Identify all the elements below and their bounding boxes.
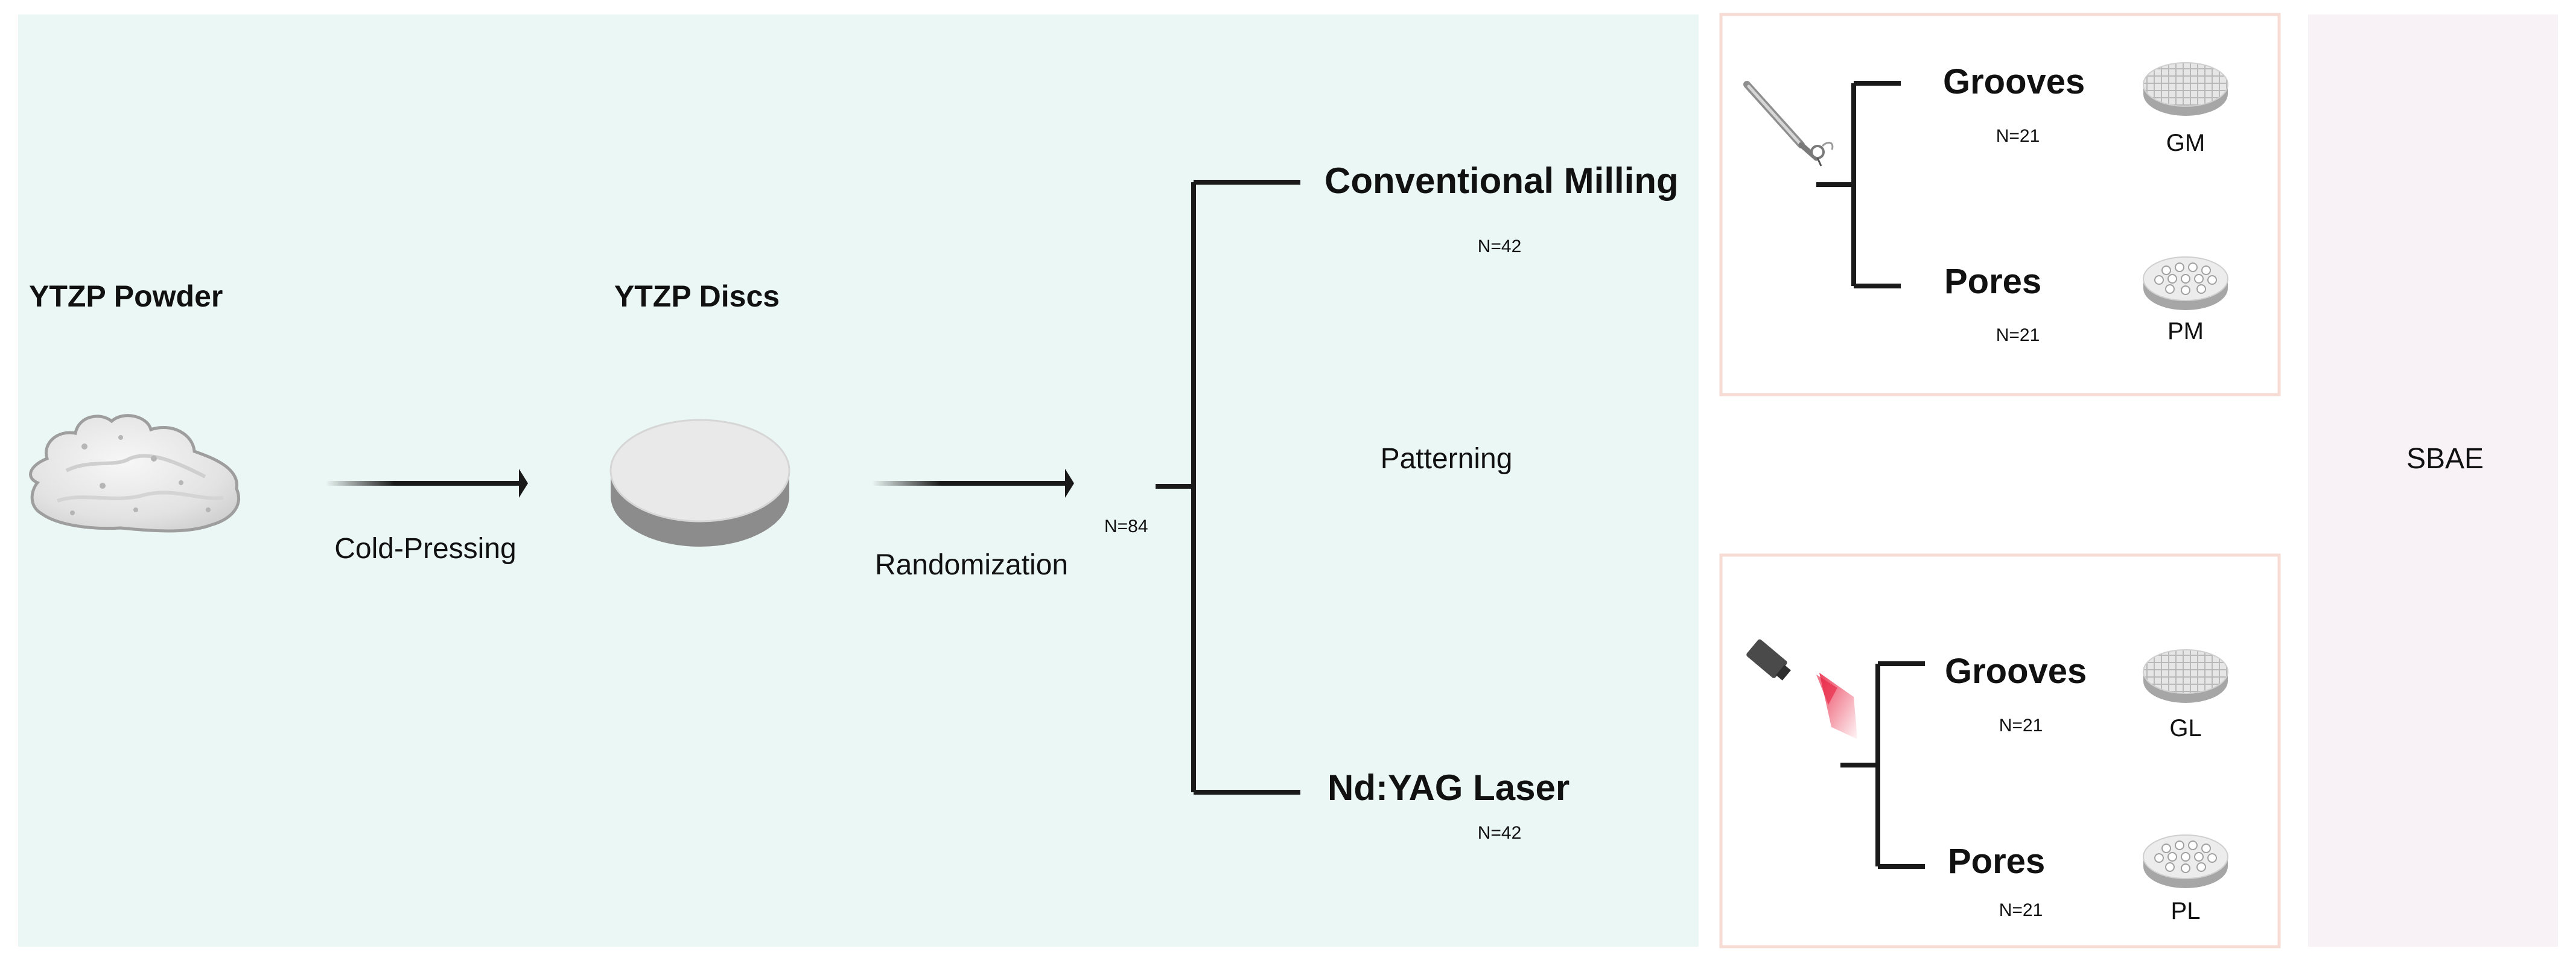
laser-pores-label: Pores bbox=[1948, 842, 2045, 881]
milling-grooves-n: N=21 bbox=[1996, 126, 2040, 146]
pored-disc-icon bbox=[2143, 256, 2228, 310]
milling-pores-code: PM bbox=[2167, 318, 2204, 345]
grooved-disc-icon bbox=[2143, 62, 2228, 116]
laser-group-label: Nd:YAG Laser bbox=[1328, 767, 1569, 808]
total-n-label: N=84 bbox=[1104, 516, 1148, 536]
grooved-disc-icon bbox=[2143, 649, 2228, 703]
laser-emitter-icon bbox=[1746, 639, 1857, 739]
laser-subgroups-box bbox=[1719, 553, 2281, 949]
milling-grooves-label: Grooves bbox=[1943, 62, 2085, 101]
outcome-panel bbox=[2308, 14, 2558, 947]
milling-group-label: Conventional Milling bbox=[1325, 160, 1679, 201]
milling-pores-n: N=21 bbox=[1996, 325, 2040, 345]
outcome-label: SBAE bbox=[2406, 443, 2484, 475]
laser-grooves-n: N=21 bbox=[1999, 716, 2043, 736]
cold-pressing-label: Cold-Pressing bbox=[334, 533, 516, 565]
powder-pile-icon bbox=[29, 414, 240, 533]
randomization-label: Randomization bbox=[875, 549, 1068, 581]
laser-grooves-label: Grooves bbox=[1945, 652, 2087, 691]
pored-disc-icon bbox=[2143, 834, 2228, 888]
milling-grooves-code: GM bbox=[2166, 130, 2205, 156]
patterning-label: Patterning bbox=[1381, 443, 1513, 475]
laser-grooves-code: GL bbox=[2169, 715, 2201, 742]
randomization-arrow bbox=[872, 469, 1074, 498]
disc-icon bbox=[609, 419, 790, 547]
process-panel bbox=[18, 14, 1699, 947]
powder-label: YTZP Powder bbox=[29, 279, 223, 313]
dental-handpiece-icon bbox=[1743, 81, 1834, 167]
milling-subgroup-bracket bbox=[1816, 81, 1901, 288]
milling-pores-label: Pores bbox=[1944, 262, 2041, 301]
cold-pressing-arrow bbox=[326, 469, 528, 498]
laser-n-label: N=42 bbox=[1478, 823, 1522, 843]
laser-pores-code: PL bbox=[2171, 898, 2201, 924]
discs-label: YTZP Discs bbox=[614, 279, 780, 313]
milling-n-label: N=42 bbox=[1478, 237, 1522, 256]
group-bracket bbox=[1156, 180, 1300, 795]
laser-pores-n: N=21 bbox=[1999, 900, 2043, 920]
laser-subgroup-bracket bbox=[1840, 661, 1925, 869]
